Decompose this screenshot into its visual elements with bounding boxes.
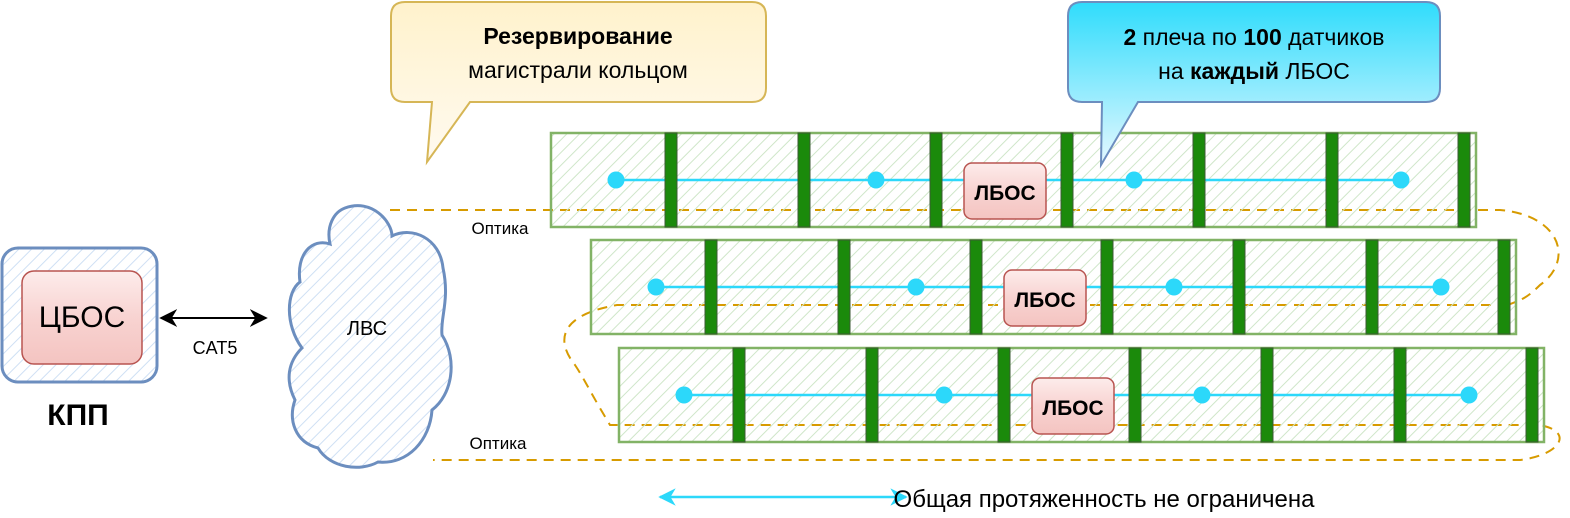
fence-post [1128, 347, 1142, 443]
optics-label-top: Оптика [472, 219, 530, 238]
cbos-box[interactable] [21, 270, 143, 365]
callout-sensors-line1: 2 плеча по 100 датчиков [1123, 24, 1384, 50]
fence-post [969, 239, 983, 335]
sensor-dot[interactable] [1460, 386, 1478, 404]
segment-row: ЛБОС [589, 238, 1518, 336]
fence-post [1525, 347, 1539, 443]
fence-post [997, 347, 1011, 443]
fence-post [1393, 347, 1407, 443]
lbos-label: ЛБОС [974, 182, 1035, 205]
fence-post [837, 239, 851, 335]
legend-text: Общая протяженность не ограничена [894, 486, 1316, 513]
lbos-box[interactable] [1031, 377, 1115, 435]
callout-ring-line1: Резервирование [483, 23, 672, 49]
cat5-link[interactable]: CAT5 [159, 309, 268, 358]
cbos-label: ЦБОС [39, 301, 126, 334]
kpp-node[interactable]: ЦБОС КПП [0, 246, 159, 432]
sensor-dot[interactable] [867, 171, 885, 189]
optics-label-bottom: Оптика [470, 434, 528, 453]
sensor-dot[interactable] [935, 386, 953, 404]
sensor-dot[interactable] [647, 278, 665, 296]
lbos-label: ЛБОС [1014, 289, 1075, 312]
sensors-count: 100 [1243, 24, 1281, 50]
fence-post [1100, 239, 1114, 335]
segment-row: ЛБОС [549, 131, 1478, 229]
sensor-dot[interactable] [607, 171, 625, 189]
perimeter-segments: ЛБОС ЛБОС ЛБОС [549, 131, 1546, 444]
fence-post [1260, 347, 1274, 443]
fence-post [1457, 132, 1471, 228]
fence-post [1232, 239, 1246, 335]
optic-line-loop-left [433, 304, 1561, 461]
cat5-label: CAT5 [193, 338, 238, 358]
lan-label: ЛВС [347, 318, 387, 340]
fence-post [929, 132, 943, 228]
fence-post [797, 132, 811, 228]
optic-line-top [390, 209, 1560, 307]
lan-cloud[interactable]: ЛВС [287, 204, 453, 469]
segment-row: ЛБОС [617, 346, 1546, 444]
sensor-dot[interactable] [1125, 171, 1143, 189]
lbos-box[interactable] [963, 162, 1047, 220]
sensor-dot[interactable] [1392, 171, 1410, 189]
legend: Общая протяженность не ограничена [658, 486, 1316, 513]
fence-post [1365, 239, 1379, 335]
lbos-label: ЛБОС [1042, 397, 1103, 420]
sensor-dot[interactable] [907, 278, 925, 296]
fence-post [732, 347, 746, 443]
fence-post [1192, 132, 1206, 228]
sensor-dot[interactable] [1165, 278, 1183, 296]
callout-ring-redundancy: Резервирование магистрали кольцом [390, 1, 767, 166]
callout-ring-shape [390, 1, 767, 166]
fence-post [865, 347, 879, 443]
sensor-dot[interactable] [675, 386, 693, 404]
fence-post [664, 132, 678, 228]
cloud-shape [287, 204, 453, 469]
sensor-dot[interactable] [1432, 278, 1450, 296]
fence-post [1060, 132, 1074, 228]
callout-ring-line2: магистрали кольцом [468, 57, 688, 83]
optic-ring: Оптика Оптика [390, 209, 1561, 461]
callout-sensors-shape [1067, 1, 1441, 169]
kpp-label: КПП [47, 399, 108, 432]
callout-sensors-line2: на каждый ЛБОС [1158, 58, 1350, 84]
arms-count: 2 [1123, 24, 1136, 50]
fence-post [1497, 239, 1511, 335]
callout-sensors: 2 плеча по 100 датчиков на каждый ЛБОС [1067, 1, 1441, 169]
sensor-dot[interactable] [1193, 386, 1211, 404]
fence-post [704, 239, 718, 335]
lbos-box[interactable] [1003, 269, 1087, 327]
fence-post [1325, 132, 1339, 228]
